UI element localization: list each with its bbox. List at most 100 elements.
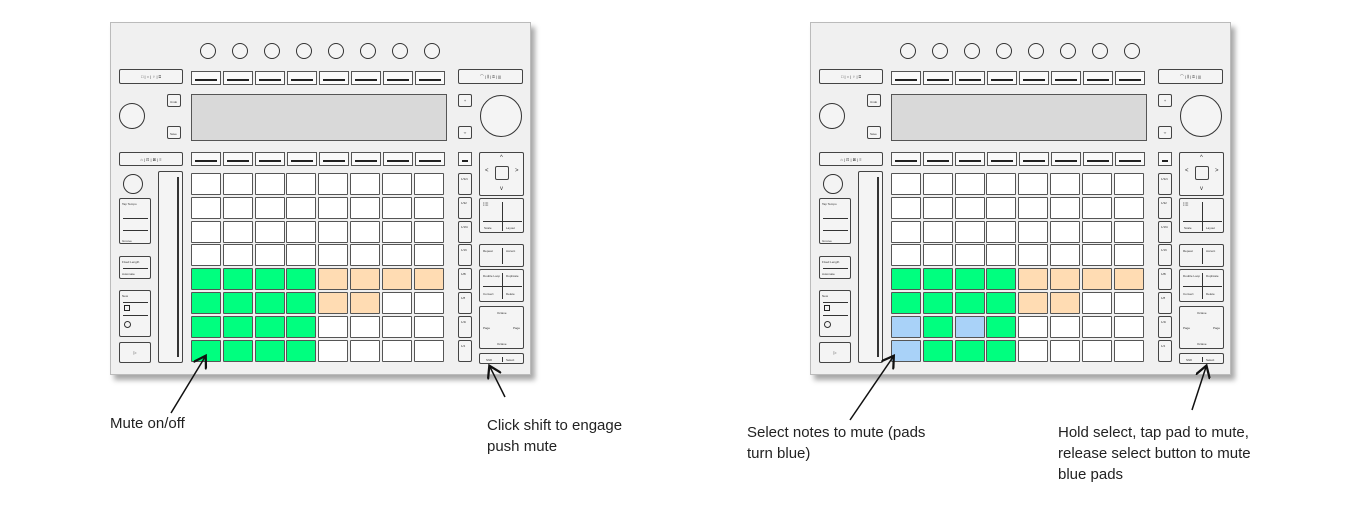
encoder-knob[interactable] (964, 43, 980, 59)
pad[interactable] (254, 244, 285, 267)
play-button[interactable]: ▷ (119, 342, 151, 363)
swap-button[interactable]: ‹› (458, 126, 472, 139)
master-button[interactable] (458, 152, 472, 166)
pad[interactable] (891, 268, 921, 291)
mid-left-button-strip[interactable]: ⌂ | ⊡ | ⊠ | ≡ (119, 152, 183, 166)
pad[interactable] (413, 244, 444, 267)
pad[interactable] (1113, 339, 1144, 362)
track-state-button[interactable] (319, 152, 349, 166)
pad[interactable] (222, 196, 253, 219)
pad[interactable] (350, 315, 380, 338)
encoder-knob[interactable] (1092, 43, 1108, 59)
pad[interactable] (1113, 244, 1144, 267)
pad[interactable] (1081, 315, 1112, 338)
jog-wheel[interactable] (480, 95, 522, 137)
save-button[interactable]: Save (167, 126, 181, 139)
pad[interactable] (1018, 268, 1049, 291)
encoder-knob[interactable] (200, 43, 216, 59)
pad[interactable] (286, 268, 317, 291)
track-select-button[interactable] (383, 71, 413, 85)
pad[interactable] (191, 244, 221, 267)
pad[interactable] (1081, 196, 1112, 219)
track-select-button[interactable] (987, 71, 1017, 85)
tempo-knob[interactable] (123, 174, 143, 194)
pad[interactable] (954, 220, 985, 243)
jog-wheel[interactable] (1180, 95, 1222, 137)
track-state-button[interactable] (351, 152, 381, 166)
pad[interactable] (1081, 268, 1112, 291)
save-button[interactable]: Save (867, 126, 881, 139)
scene-button[interactable]: 1/8 (1158, 292, 1172, 314)
pad[interactable] (350, 196, 380, 219)
track-state-button[interactable] (383, 152, 413, 166)
undo-button[interactable]: Undo (167, 94, 181, 107)
pad[interactable] (254, 292, 285, 314)
pad[interactable] (191, 268, 221, 291)
pad[interactable] (891, 173, 921, 195)
track-select-button[interactable] (287, 71, 317, 85)
pad[interactable] (1018, 173, 1049, 195)
pad[interactable] (1113, 196, 1144, 219)
scene-button[interactable]: 1/8t (458, 268, 472, 291)
pad[interactable] (986, 292, 1017, 314)
volume-knob[interactable] (119, 103, 145, 129)
pad[interactable] (318, 268, 349, 291)
pad[interactable] (986, 244, 1017, 267)
encoder-knob[interactable] (996, 43, 1012, 59)
track-state-button[interactable] (1083, 152, 1113, 166)
scene-button[interactable]: 1/32t (458, 173, 472, 195)
scene-button[interactable]: 1/16t (458, 220, 472, 243)
pad[interactable] (1113, 220, 1144, 243)
dpad-center-button[interactable] (495, 166, 509, 180)
pad[interactable] (350, 244, 380, 267)
dpad-arrow-icon[interactable]: < (1185, 168, 1189, 174)
pad[interactable] (222, 244, 253, 267)
track-state-button[interactable] (223, 152, 253, 166)
pad[interactable] (318, 173, 349, 195)
encoder-knob[interactable] (900, 43, 916, 59)
encoder-knob[interactable] (232, 43, 248, 59)
scene-button[interactable]: 1/32t (1158, 173, 1172, 195)
pad[interactable] (381, 339, 412, 362)
pad[interactable] (286, 244, 317, 267)
track-state-button[interactable] (255, 152, 285, 166)
track-select-button[interactable] (191, 71, 221, 85)
scene-button[interactable]: 1/8 (458, 292, 472, 314)
encoder-knob[interactable] (360, 43, 376, 59)
pad[interactable] (1050, 268, 1080, 291)
pad[interactable] (318, 339, 349, 362)
encoder-knob[interactable] (424, 43, 440, 59)
pad[interactable] (381, 268, 412, 291)
pad[interactable] (413, 196, 444, 219)
track-state-button[interactable] (1051, 152, 1081, 166)
track-select-button[interactable] (1019, 71, 1049, 85)
track-select-button[interactable] (955, 71, 985, 85)
encoder-knob[interactable] (328, 43, 344, 59)
tempo-knob[interactable] (823, 174, 843, 194)
track-state-button[interactable] (1115, 152, 1145, 166)
pad[interactable] (413, 315, 444, 338)
pad[interactable] (1018, 315, 1049, 338)
pad[interactable] (986, 315, 1017, 338)
top-left-button-strip[interactable]: □ | ○ | ♀ | ⍓ (119, 69, 183, 84)
pad[interactable] (986, 268, 1017, 291)
pad[interactable] (1050, 244, 1080, 267)
pad[interactable] (954, 196, 985, 219)
pad[interactable] (1081, 173, 1112, 195)
pad[interactable] (891, 315, 921, 338)
encoder-knob[interactable] (1028, 43, 1044, 59)
pad[interactable] (1113, 173, 1144, 195)
mid-left-button-strip[interactable]: ⌂ | ⊡ | ⊠ | ≡ (819, 152, 883, 166)
track-select-button[interactable] (351, 71, 381, 85)
pad[interactable] (350, 292, 380, 314)
pad[interactable] (954, 244, 985, 267)
track-select-button[interactable] (891, 71, 921, 85)
pad[interactable] (922, 292, 953, 314)
